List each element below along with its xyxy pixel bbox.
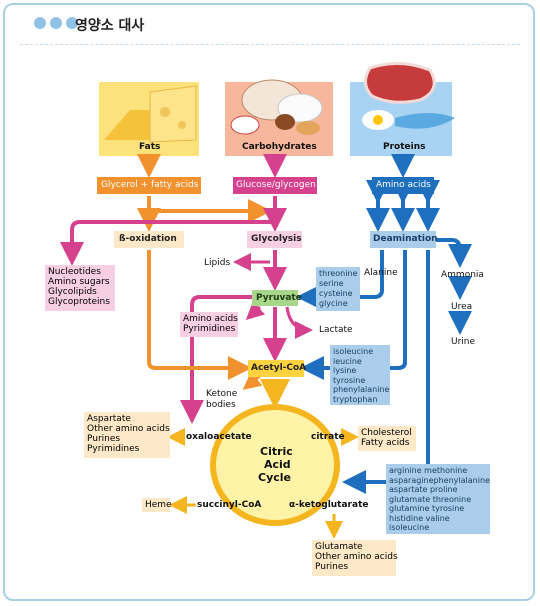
list-item: Amino sugars <box>48 277 110 287</box>
list-item: histidine valine <box>389 513 450 523</box>
arginine-box: arginine methonine asparaginephenylalani… <box>386 464 490 534</box>
glucose-box: Glucose/glycogen <box>233 177 317 194</box>
cycle-cycle: Cycle <box>258 471 291 484</box>
list-item: Purines <box>315 562 349 572</box>
beta-oxidation-box: ß-oxidation <box>114 231 184 248</box>
pyruvate-box: Pyruvate <box>252 290 302 306</box>
list-item: glutamine tyrosine <box>389 504 465 513</box>
list-item: Fatty acids <box>361 438 410 448</box>
list-item: isoleucine <box>333 347 374 356</box>
alanine-label: Alanine <box>364 268 398 278</box>
nucleotides-box: Nucleotides Amino sugars Glycolipids Gly… <box>45 265 115 311</box>
list-item: serine <box>319 279 344 288</box>
list-item: Glutamate <box>315 542 363 552</box>
carbohydrates-label: Carbohydrates <box>242 142 317 152</box>
cycle-citric: Citric <box>260 445 293 458</box>
list-item: tryptophan <box>333 394 378 404</box>
acetyl-coa-box: Acetyl-CoA <box>248 360 306 377</box>
amino-pyrimidines-box: Amino acids Pyrimidines <box>180 312 238 337</box>
succinyl-coa-label: succinyl-CoA <box>197 500 262 510</box>
window-dot-3[interactable] <box>66 17 78 29</box>
fats-label: Fats <box>139 142 161 152</box>
lipids-label: Lipids <box>204 258 231 268</box>
list-item: Glycolipids <box>48 287 97 297</box>
citrate-label: citrate <box>311 432 345 442</box>
list-item: Nucleotides <box>48 267 101 277</box>
isoleucine-box: isoleucine leucine lysine tyrosine pheny… <box>330 345 390 405</box>
list-item: threonine <box>319 269 358 278</box>
threonine-box: threonine serine cysteine glycine <box>316 267 360 311</box>
glutamate-box: Glutamate Other amino acids Purines <box>312 540 398 576</box>
list-item: aspartate proline <box>389 485 458 494</box>
ketone-label: Ketone <box>206 389 238 399</box>
list-item: glycine <box>319 299 348 308</box>
window-dot-1[interactable] <box>34 17 46 29</box>
list-item: Amino acids <box>183 314 238 324</box>
title-divider <box>20 44 520 45</box>
urea-label: Urea <box>451 302 473 312</box>
list-item: Aspartate <box>87 414 131 424</box>
window-dot-2[interactable] <box>50 17 62 29</box>
list-item: leucine <box>333 356 362 366</box>
list-item: Other amino acids <box>87 424 170 434</box>
ketone-bodies-label: bodies <box>206 400 236 410</box>
glycerol-box: Glycerol + fatty acids <box>97 177 201 194</box>
urine-label: Urine <box>451 337 476 347</box>
glycolysis-box: Glycolysis <box>247 231 302 248</box>
list-item: tyrosine <box>333 375 366 385</box>
ketoglutarate-label: α-ketoglutarate <box>289 500 369 510</box>
list-item: Pyrimidines <box>183 324 236 334</box>
title-bar: 영양소 대사 <box>5 5 533 45</box>
cheese-image <box>99 82 199 156</box>
lactate-label: Lactate <box>319 325 353 335</box>
list-item: Glycoproteins <box>48 297 110 307</box>
list-item: Cholesterol <box>361 428 412 438</box>
proteins-label: Proteins <box>383 142 426 152</box>
bread-image <box>225 79 333 156</box>
oxaloacetate-label: oxaloacetate <box>186 432 252 442</box>
list-item: lysine <box>333 366 357 375</box>
ammonia-label: Ammonia <box>441 270 484 280</box>
amino-acids-box: Amino acids <box>372 177 434 194</box>
list-item: arginine methonine <box>389 466 468 475</box>
list-item: asparaginephenylalanine <box>389 475 490 485</box>
list-item: Other amino acids <box>315 552 398 562</box>
window-title: 영양소 대사 <box>75 18 145 34</box>
list-item: phenylalanine <box>333 385 390 394</box>
list-item: glutamate threonine <box>389 494 472 504</box>
heme-box: Heme <box>142 498 172 512</box>
list-item: isoleucine <box>389 523 430 532</box>
list-item: Pyrimidines <box>87 444 140 454</box>
steak-image <box>350 62 455 156</box>
list-item: cysteine <box>319 289 353 298</box>
list-item: Purines <box>87 434 121 444</box>
cycle-acid: Acid <box>264 458 291 471</box>
cholesterol-box: Cholesterol Fatty acids <box>358 426 416 451</box>
aspartate-box: Aspartate Other amino acids Purines Pyri… <box>84 412 170 458</box>
deamination-box: Deamination <box>370 231 438 248</box>
